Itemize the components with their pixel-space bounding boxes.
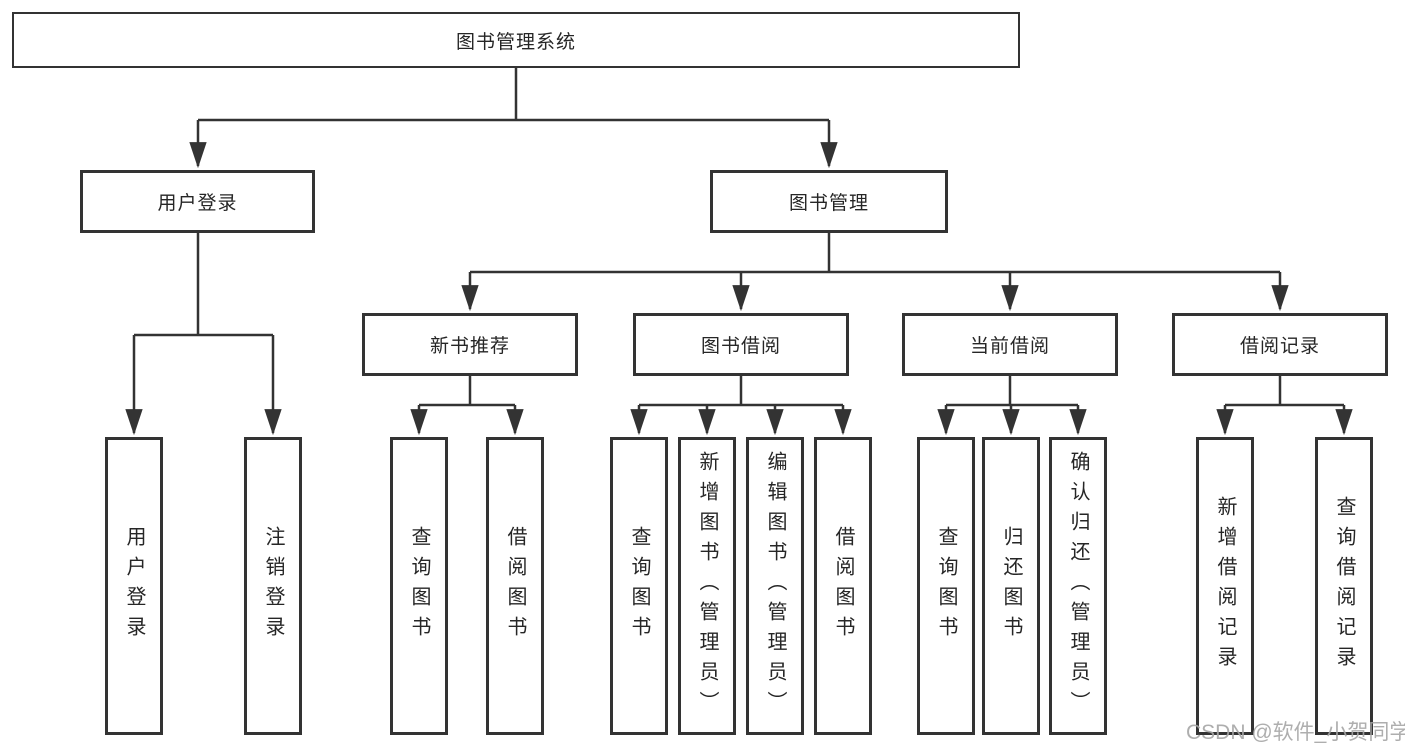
node-label: 查询图书 <box>935 526 957 646</box>
node-label: 图书管理系统 <box>455 31 576 53</box>
leaf-edit-books-admin: 编辑图书（管理员） <box>746 437 804 735</box>
csdn-watermark: CSDN @软件_小贺同学 <box>1186 721 1405 744</box>
node-label: 图书管理 <box>788 193 869 214</box>
node-label: 归还图书 <box>1000 526 1022 646</box>
connector-group-book-mgmt <box>461 233 1289 312</box>
connector-group-borrow-records <box>1216 376 1353 436</box>
node-label: 新增图书（管理员） <box>696 451 718 721</box>
leaf-user-login: 用户登录 <box>105 437 163 735</box>
leaf-query-books-3: 查询图书 <box>917 437 975 735</box>
node-borrow-records: 借阅记录 <box>1172 313 1388 376</box>
node-new-book-recommend: 新书推荐 <box>362 313 578 376</box>
node-label: 借阅图书 <box>832 526 854 646</box>
node-label: 确认归还（管理员） <box>1067 451 1089 721</box>
node-label: 新书推荐 <box>429 336 510 357</box>
leaf-borrow-books-2: 借阅图书 <box>814 437 872 735</box>
node-label: 当前借阅 <box>969 336 1050 357</box>
leaf-add-borrow-record: 新增借阅记录 <box>1196 437 1254 735</box>
node-label: 用户登录 <box>123 526 145 646</box>
node-label: 新增借阅记录 <box>1214 496 1236 676</box>
node-label: 查询图书 <box>628 526 650 646</box>
node-book-management: 图书管理 <box>710 170 948 233</box>
leaf-query-books-2: 查询图书 <box>610 437 668 735</box>
node-label: 注销登录 <box>262 526 284 646</box>
connector-group-root <box>189 68 838 169</box>
leaf-logout: 注销登录 <box>244 437 302 735</box>
connector-group-new-books <box>410 376 524 436</box>
leaf-add-books-admin: 新增图书（管理员） <box>678 437 736 735</box>
leaf-confirm-return-admin: 确认归还（管理员） <box>1049 437 1107 735</box>
leaf-query-books-1: 查询图书 <box>390 437 448 735</box>
connector-group-book-borrow <box>630 376 852 436</box>
node-label: 查询图书 <box>408 526 430 646</box>
leaf-query-borrow-record: 查询借阅记录 <box>1315 437 1373 735</box>
node-root-system: 图书管理系统 <box>12 12 1020 68</box>
node-current-borrowing: 当前借阅 <box>902 313 1118 376</box>
connector-group-current-borrow <box>937 376 1087 436</box>
node-label: 借阅记录 <box>1239 336 1320 357</box>
node-label: 查询借阅记录 <box>1333 496 1355 676</box>
node-label: 编辑图书（管理员） <box>764 451 786 721</box>
node-label: 图书借阅 <box>700 336 781 357</box>
leaf-borrow-books-1: 借阅图书 <box>486 437 544 735</box>
connector-group-user-login <box>125 233 282 436</box>
node-book-borrowing: 图书借阅 <box>633 313 849 376</box>
node-user-login: 用户登录 <box>80 170 315 233</box>
node-label: 借阅图书 <box>504 526 526 646</box>
node-label: 用户登录 <box>157 193 238 214</box>
leaf-return-books: 归还图书 <box>982 437 1040 735</box>
